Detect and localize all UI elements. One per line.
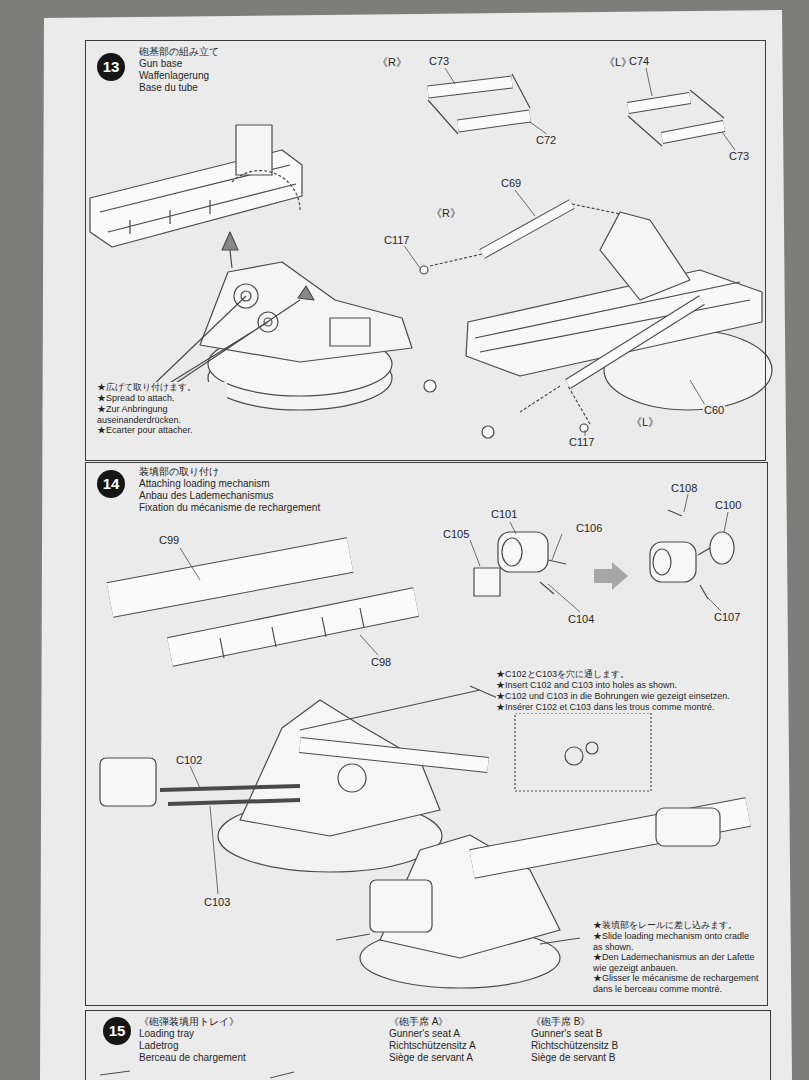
- part-label: C117: [383, 234, 410, 246]
- step-number: 13: [97, 53, 125, 81]
- step-heading: Berceau de chargement: [139, 1052, 246, 1064]
- assembly-note: ★広げて取り付けます。: [97, 382, 227, 393]
- assembly-note: ★Den Lademechanismus an der Lafette wie …: [593, 952, 761, 973]
- assembly-note: ★装填部をレールに差し込みます。: [593, 920, 761, 931]
- part-label: C107: [713, 611, 741, 623]
- assembly-note: ★Slide loading mechanism onto cradle as …: [593, 931, 761, 952]
- part-label: C73: [728, 150, 750, 162]
- part-label: C74: [628, 55, 650, 67]
- part-label: C69: [500, 177, 522, 189]
- part-label: C117: [568, 436, 595, 448]
- step-heading: Richtschützensitz A: [389, 1040, 476, 1052]
- part-label: 《L》: [630, 416, 660, 428]
- step-heading: 《砲弾装填用トレイ》: [139, 1016, 239, 1028]
- part-label: C103: [203, 896, 231, 908]
- part-label: 《R》: [430, 207, 462, 219]
- step-heading: Gun base: [139, 58, 182, 70]
- part-label: C102: [175, 754, 203, 766]
- assembly-note: ★Zur Anbringung auseinanderdrücken.: [97, 404, 227, 425]
- assembly-note: ★C102とC103を穴に通します。: [496, 669, 758, 680]
- step-heading: Gunner's seat A: [389, 1028, 460, 1040]
- part-label: C98: [370, 656, 392, 668]
- step-heading: 《砲手席 B》: [531, 1016, 590, 1028]
- part-label: C105: [442, 528, 470, 540]
- part-label: C101: [490, 508, 518, 520]
- step-panel: 15 《砲弾装填用トレイ》Loading trayLadetrogBerceau …: [85, 1010, 771, 1080]
- step-heading: Base du tube: [139, 82, 198, 94]
- part-label: C72: [535, 134, 557, 146]
- part-label: C60: [703, 404, 725, 416]
- step-heading: 《砲手席 A》: [389, 1016, 448, 1028]
- step-heading: Ladetrog: [139, 1040, 178, 1052]
- step-heading: Siège de servant B: [531, 1052, 616, 1064]
- step-number: 15: [103, 1017, 131, 1045]
- step-heading: Waffenlagerung: [139, 70, 209, 82]
- assembly-note: ★Ecarter pour attacher.: [97, 425, 227, 436]
- part-label: C73: [428, 55, 450, 67]
- step-heading: Gunner's seat B: [531, 1028, 602, 1040]
- assembly-note: ★Insérer C102 et C103 dans les trous com…: [496, 702, 758, 713]
- assembly-note: ★C102 und C103 in die Bohrungen wie geze…: [496, 691, 758, 702]
- step-heading: Loading tray: [139, 1028, 194, 1040]
- part-label: C106: [575, 522, 603, 534]
- part-label: C104: [567, 613, 595, 625]
- assembly-note: ★Insert C102 and C103 into holes as show…: [496, 680, 758, 691]
- step-heading: Richtschützensitz B: [531, 1040, 618, 1052]
- step-heading: 砲基部の組み立て: [139, 46, 219, 58]
- step-heading: Siège de servant A: [389, 1052, 473, 1064]
- part-label: 《R》: [376, 56, 408, 68]
- step-heading: Attaching loading mechanism: [139, 478, 270, 490]
- part-label: C99: [158, 534, 180, 546]
- step-heading: 装填部の取り付け: [139, 466, 219, 478]
- step-heading: Anbau des Lademechanismus: [139, 490, 274, 502]
- step-heading: Fixation du mécanisme de rechargement: [139, 502, 320, 514]
- assembly-note: ★Spread to attach.: [97, 393, 227, 404]
- step-number: 14: [97, 470, 125, 498]
- part-label: C108: [670, 482, 698, 494]
- part-label: C100: [714, 499, 742, 511]
- assembly-note: ★Glisser le mécanisme de rechargement da…: [593, 973, 761, 994]
